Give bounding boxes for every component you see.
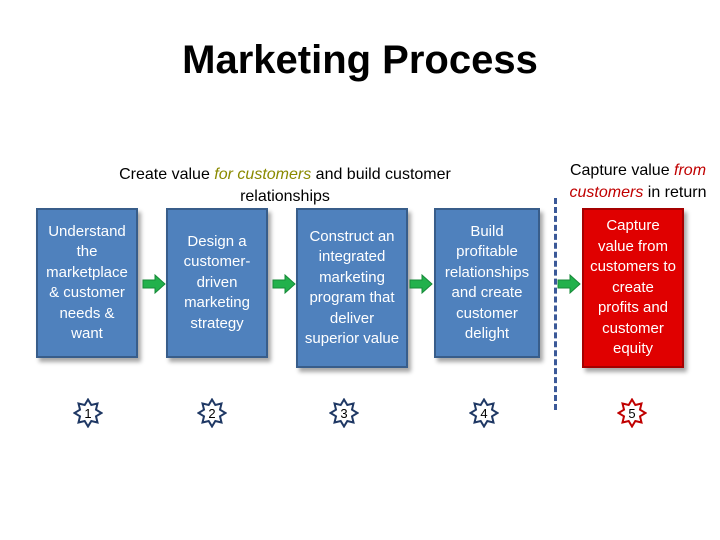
arrow-icon <box>409 274 433 294</box>
step-number-4: 4 <box>480 406 487 421</box>
step-number-3: 3 <box>340 406 347 421</box>
step-box-4-text: Build profitable relationships and creat… <box>444 222 530 343</box>
step-box-2-text: Design a customer-driven marketing strat… <box>183 232 251 332</box>
step-number-2: 2 <box>208 406 215 421</box>
step-number-1: 1 <box>84 406 91 421</box>
star-badge-icon: 2 <box>197 398 227 428</box>
arrow-icon <box>272 274 296 294</box>
subtitle-capture-value: Capture value from customers in return <box>560 160 716 204</box>
step-box-4: Build profitable relationships and creat… <box>434 208 540 358</box>
step-box-3: Construct an integrated marketing progra… <box>296 208 408 368</box>
step-number-5: 5 <box>628 406 635 421</box>
subtitle-capture-value-part1: Capture value <box>569 162 675 179</box>
diagram-title: Marketing Process <box>182 38 538 82</box>
star-badge-icon: 3 <box>329 398 359 428</box>
subtitle-capture-value-emphasis: from customers <box>569 162 707 201</box>
star-badge-icon: 1 <box>73 398 103 428</box>
step-box-2: Design a customer-driven marketing strat… <box>166 208 268 358</box>
step-box-5: Capture value from customers to create p… <box>582 208 684 368</box>
arrow-icon <box>142 274 166 294</box>
capture-value-divider <box>554 198 557 410</box>
step-box-5-text: Capture value from customers to create p… <box>590 217 676 358</box>
star-badge-icon: 4 <box>469 398 499 428</box>
star-badge-icon: 5 <box>617 398 647 428</box>
subtitle-capture-value-part3: in return <box>643 184 707 201</box>
subtitle-create-value-part1: Create value <box>119 166 215 183</box>
arrow-icon <box>557 274 581 294</box>
step-box-1: Understand the marketplace & customer ne… <box>36 208 138 358</box>
subtitle-create-value: Create value for customers and build cus… <box>100 164 470 208</box>
subtitle-create-value-emphasis: for customers <box>214 166 312 183</box>
step-box-1-text: Understand the marketplace & customer ne… <box>46 222 128 343</box>
step-box-3-text: Construct an integrated marketing progra… <box>304 227 400 348</box>
subtitle-create-value-part3: and build customer relationships <box>240 166 451 205</box>
